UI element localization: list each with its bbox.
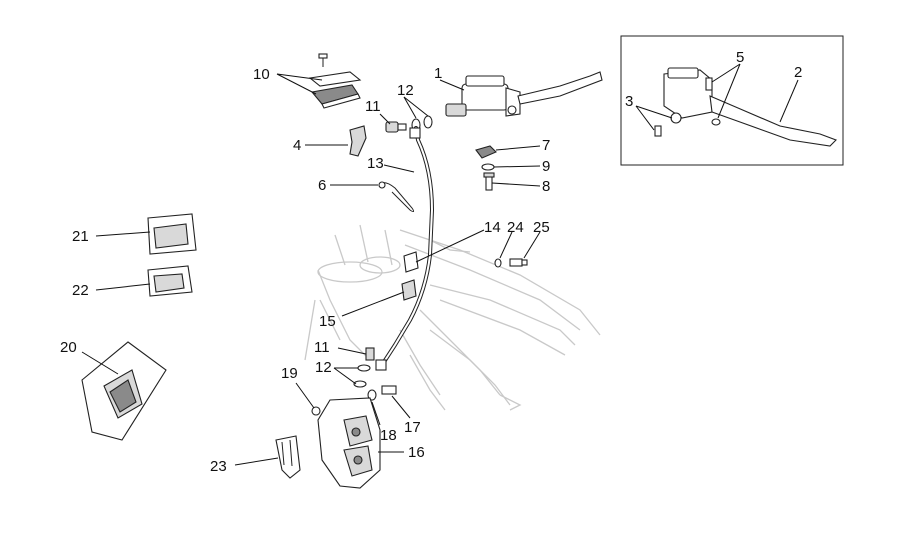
callout-labels: 10 11 12 1 4 13 6 7 9 8 14 24 25 15 11 1… xyxy=(60,49,802,475)
brake-pads xyxy=(81,341,167,441)
reservoir-cap xyxy=(308,53,362,109)
pad-kit-21 xyxy=(147,213,197,255)
callout-5: 5 xyxy=(736,49,744,66)
hose-guide xyxy=(401,251,528,301)
brake-hose xyxy=(375,126,435,371)
callout-25: 25 xyxy=(533,219,550,236)
pad-kit-22 xyxy=(147,265,193,297)
callout-11-upper: 11 xyxy=(365,98,381,115)
callout-10: 10 xyxy=(253,66,270,83)
callout-2: 2 xyxy=(794,64,802,81)
frame-background xyxy=(304,224,601,411)
callout-13: 13 xyxy=(367,155,384,172)
callout-9: 9 xyxy=(542,158,550,175)
callout-23: 23 xyxy=(210,458,227,475)
pad-spring xyxy=(275,435,301,479)
inset-box xyxy=(620,35,844,166)
callout-24: 24 xyxy=(507,219,524,236)
callout-14: 14 xyxy=(484,219,501,236)
lever-boot xyxy=(349,125,367,157)
callout-3: 3 xyxy=(625,93,633,110)
callout-12-lower: 12 xyxy=(315,359,332,376)
hose-clip xyxy=(378,181,415,213)
callout-17: 17 xyxy=(404,419,421,436)
banjo-bolt-upper xyxy=(385,121,407,133)
leader-lines xyxy=(81,63,799,466)
callout-15: 15 xyxy=(319,313,336,330)
callout-18: 18 xyxy=(380,427,397,444)
callout-8: 8 xyxy=(542,178,550,195)
callout-20: 20 xyxy=(60,339,77,356)
callout-11-lower: 11 xyxy=(314,339,330,356)
callout-12-upper: 12 xyxy=(397,82,414,99)
callout-16: 16 xyxy=(408,444,425,461)
callout-4: 4 xyxy=(293,137,301,154)
callout-22: 22 xyxy=(72,282,89,299)
brake-caliper xyxy=(317,397,381,489)
callout-21: 21 xyxy=(72,228,89,245)
callout-19: 19 xyxy=(281,365,298,382)
callout-6: 6 xyxy=(318,177,326,194)
callout-7: 7 xyxy=(542,137,550,154)
master-cylinder xyxy=(445,71,603,117)
callout-1: 1 xyxy=(434,65,442,82)
banjo-bolt-lower xyxy=(353,347,375,388)
caliper-bolts xyxy=(311,385,397,416)
